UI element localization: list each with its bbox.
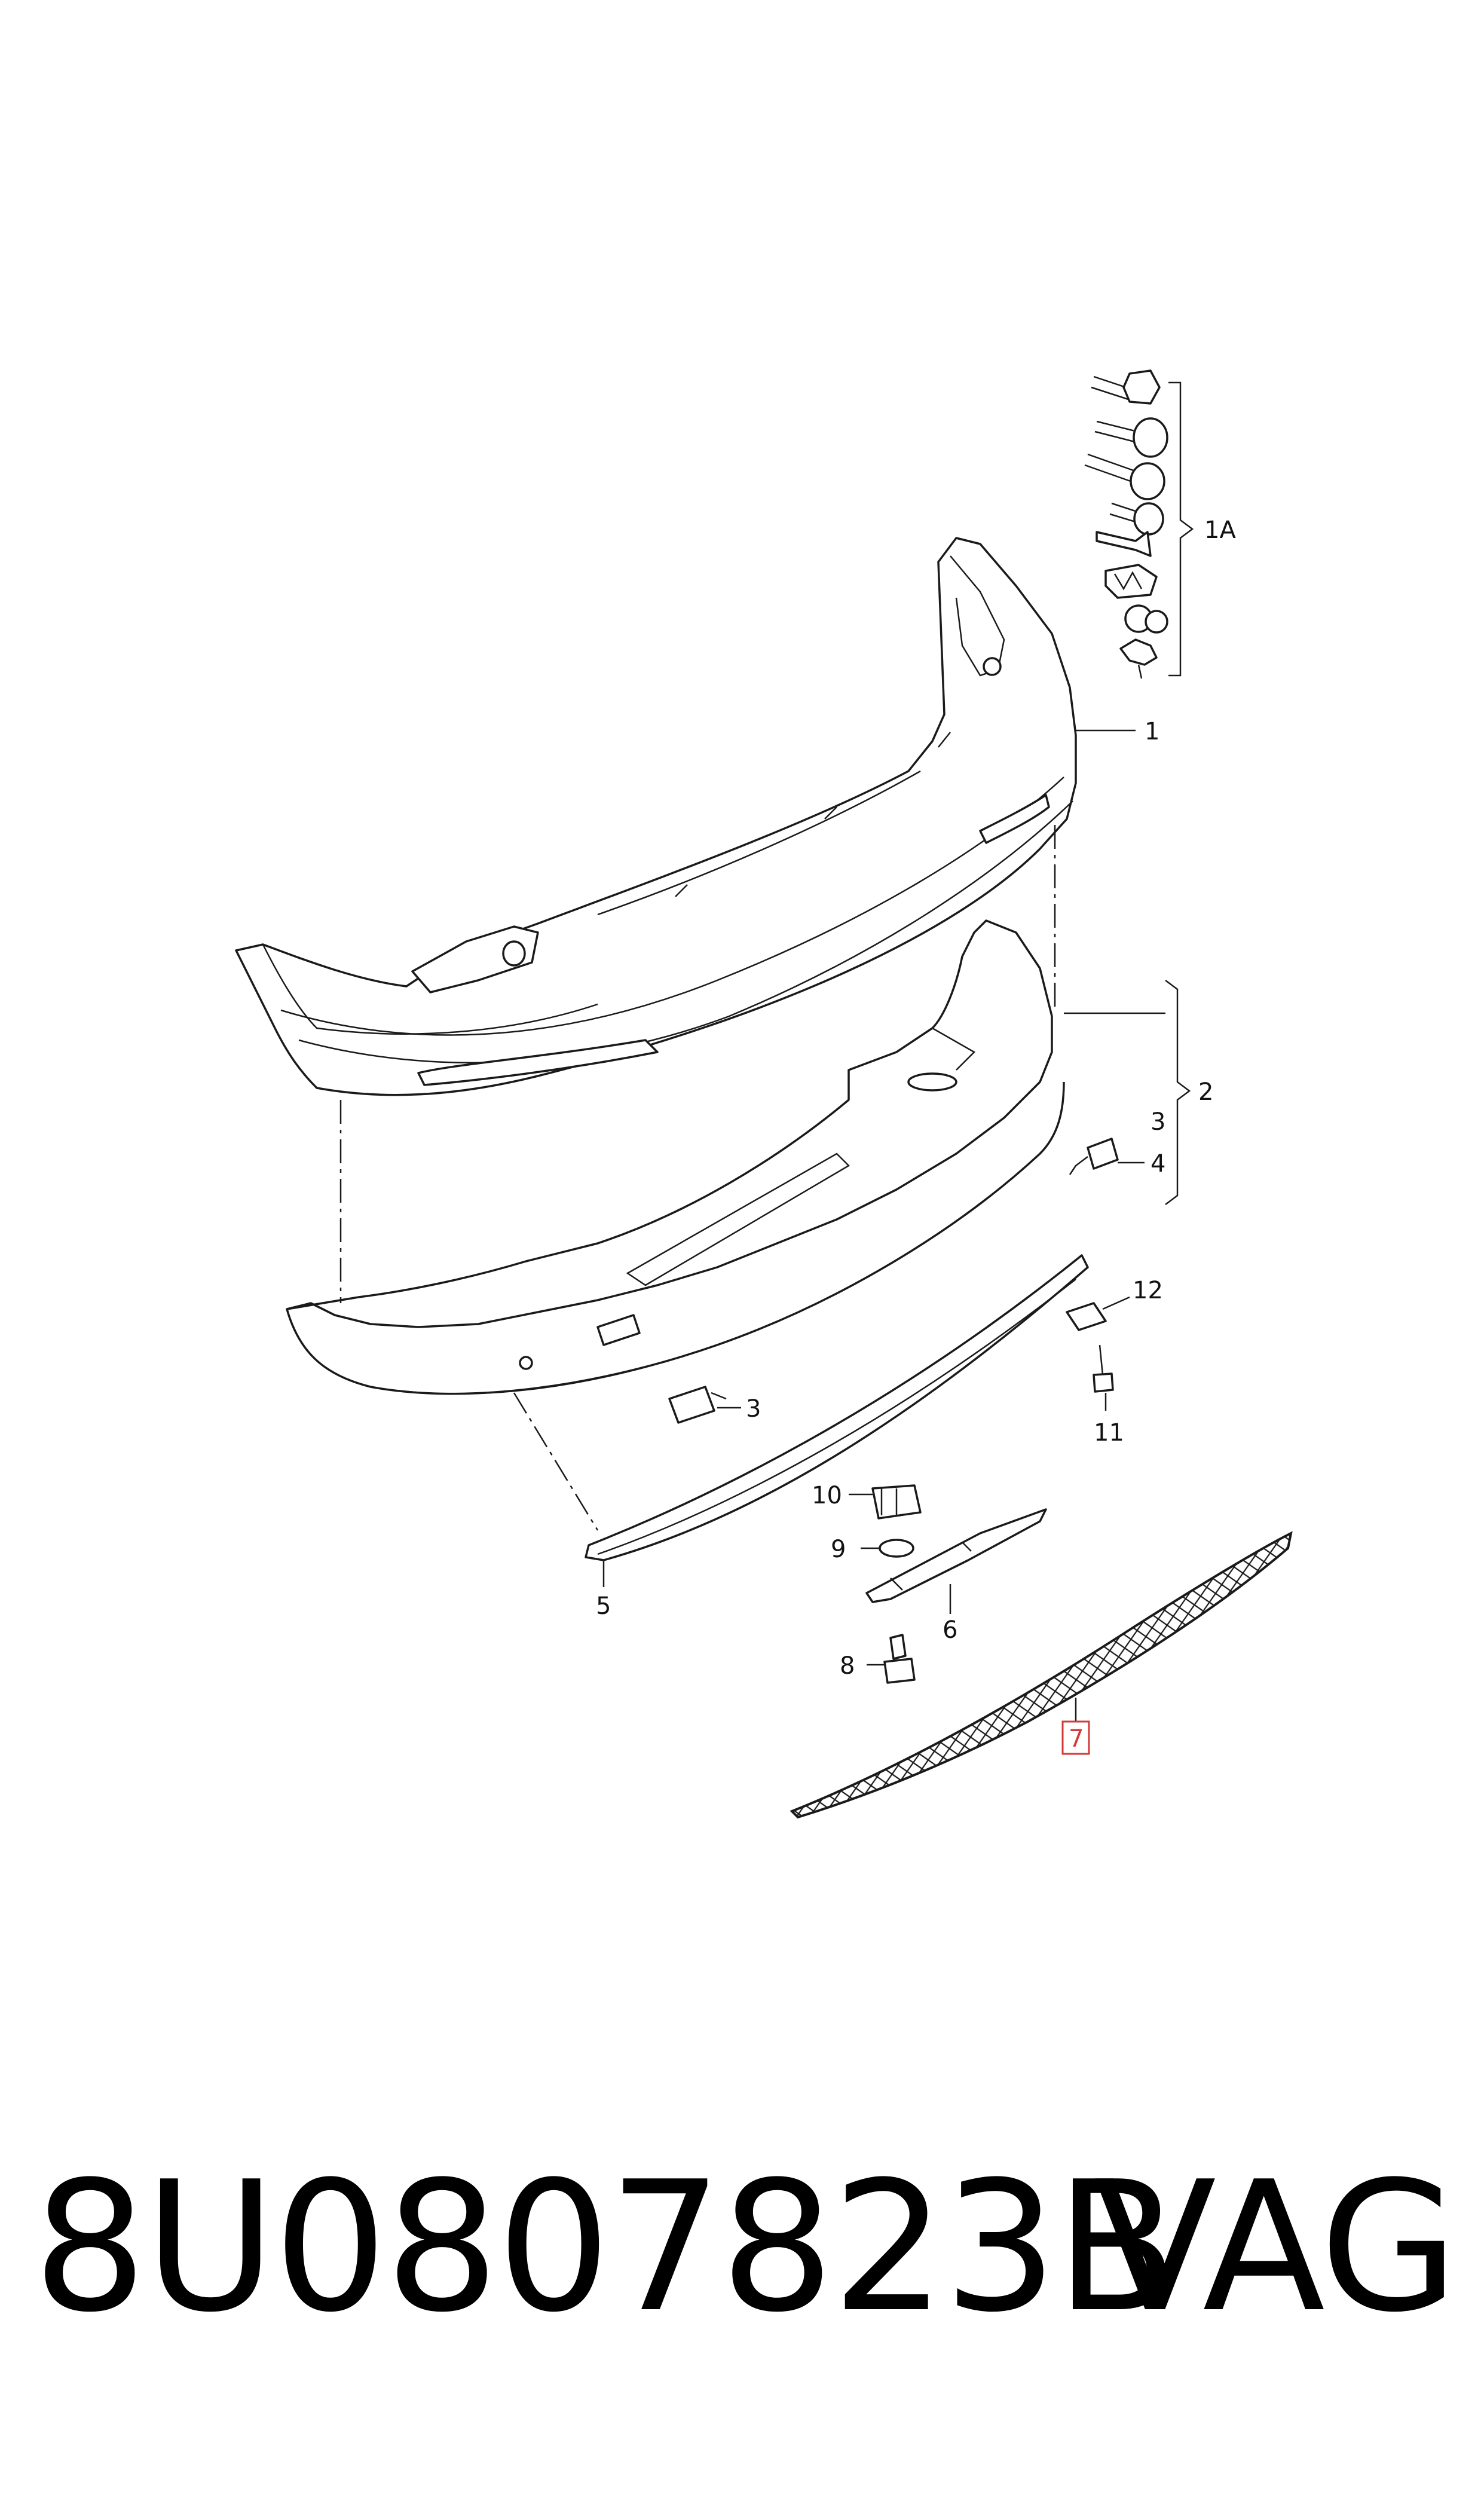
callout-3-upper: 3: [1151, 1108, 1165, 1136]
clip-10: 10: [812, 1482, 922, 1520]
callout-9: 9: [831, 1536, 846, 1563]
callout-11: 11: [1094, 1419, 1124, 1447]
bracket-1a: [1168, 381, 1194, 677]
washer-9: 9: [831, 1536, 914, 1563]
expanding-rivet: [1096, 531, 1152, 557]
callout-1a: 1A: [1204, 516, 1236, 544]
callout-8: 8: [840, 1652, 855, 1680]
callout-5: 5: [596, 1592, 611, 1620]
mount-bracket: 6: [865, 1508, 1047, 1644]
bolt-1: [1091, 369, 1161, 405]
mesh-grille: 7: [790, 1531, 1293, 1819]
callout-10: 10: [812, 1482, 842, 1509]
lower-diffuser: 2 3 4: [286, 919, 1213, 1395]
callout-1: 1: [1145, 718, 1159, 745]
bumper-cover: 1: [235, 537, 1159, 1096]
bolt-3: [1084, 453, 1165, 500]
callout-12: 12: [1133, 1277, 1163, 1304]
part-number: 8U0807823B: [33, 2143, 1178, 2352]
bolt-2: [1094, 417, 1168, 458]
clip-12: 12: [1066, 1277, 1163, 1331]
bolt-4: [1109, 502, 1164, 536]
callout-4: 4: [1151, 1150, 1165, 1178]
plastic-rivet: [1119, 638, 1158, 679]
screw-8: 8: [840, 1634, 916, 1684]
tow-cap-lower: 3: [668, 1386, 761, 1424]
tow-cap-small: [1069, 1138, 1145, 1175]
brand-name: VAG: [1094, 2143, 1458, 2352]
callout-3-lower: 3: [746, 1395, 761, 1423]
push-nut: [1124, 604, 1168, 634]
callout-6: 6: [943, 1616, 957, 1644]
fastener-set-1a: 1A: [1084, 369, 1236, 679]
callout-7: 7: [1069, 1725, 1084, 1753]
screw-11: 11: [1093, 1344, 1124, 1447]
spring-clip: [1104, 564, 1158, 599]
callout-2: 2: [1198, 1078, 1213, 1106]
alignment-lines: [339, 825, 1056, 1531]
trim-strip: 5: [585, 1254, 1089, 1620]
callout-7-highlight: [1061, 1720, 1090, 1755]
